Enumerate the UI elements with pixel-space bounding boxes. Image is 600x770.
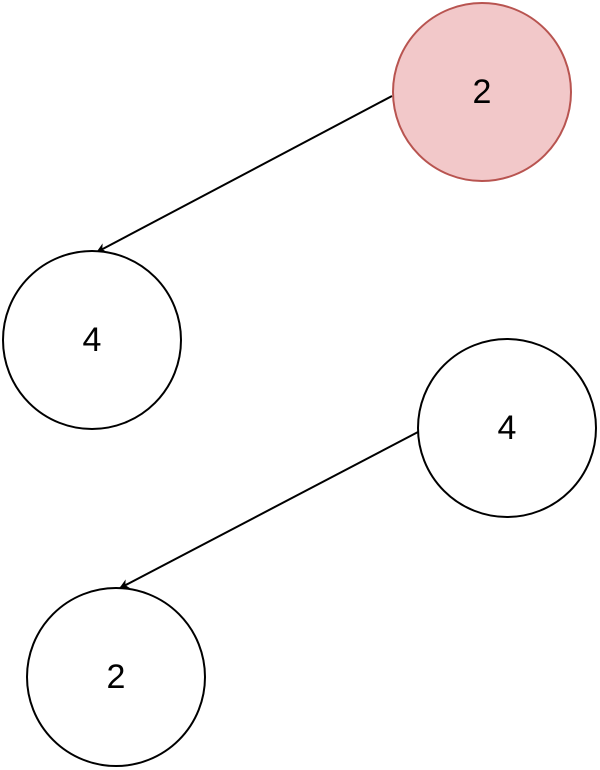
- node-label: 2: [473, 73, 492, 111]
- edge-n1-n2: [96, 95, 393, 253]
- node-label: 4: [83, 321, 102, 359]
- node-circle: [392, 2, 572, 182]
- tree-node: 4: [2, 250, 182, 430]
- tree-node: 2: [26, 587, 206, 767]
- tree-node: 4: [417, 338, 597, 518]
- node-label: 2: [107, 658, 126, 696]
- node-circle: [2, 250, 182, 430]
- edge-n3-n4: [119, 431, 419, 589]
- tree-node-highlighted: 2: [392, 2, 572, 182]
- node-circle: [417, 338, 597, 518]
- node-label: 4: [498, 409, 517, 447]
- node-circle: [26, 587, 206, 767]
